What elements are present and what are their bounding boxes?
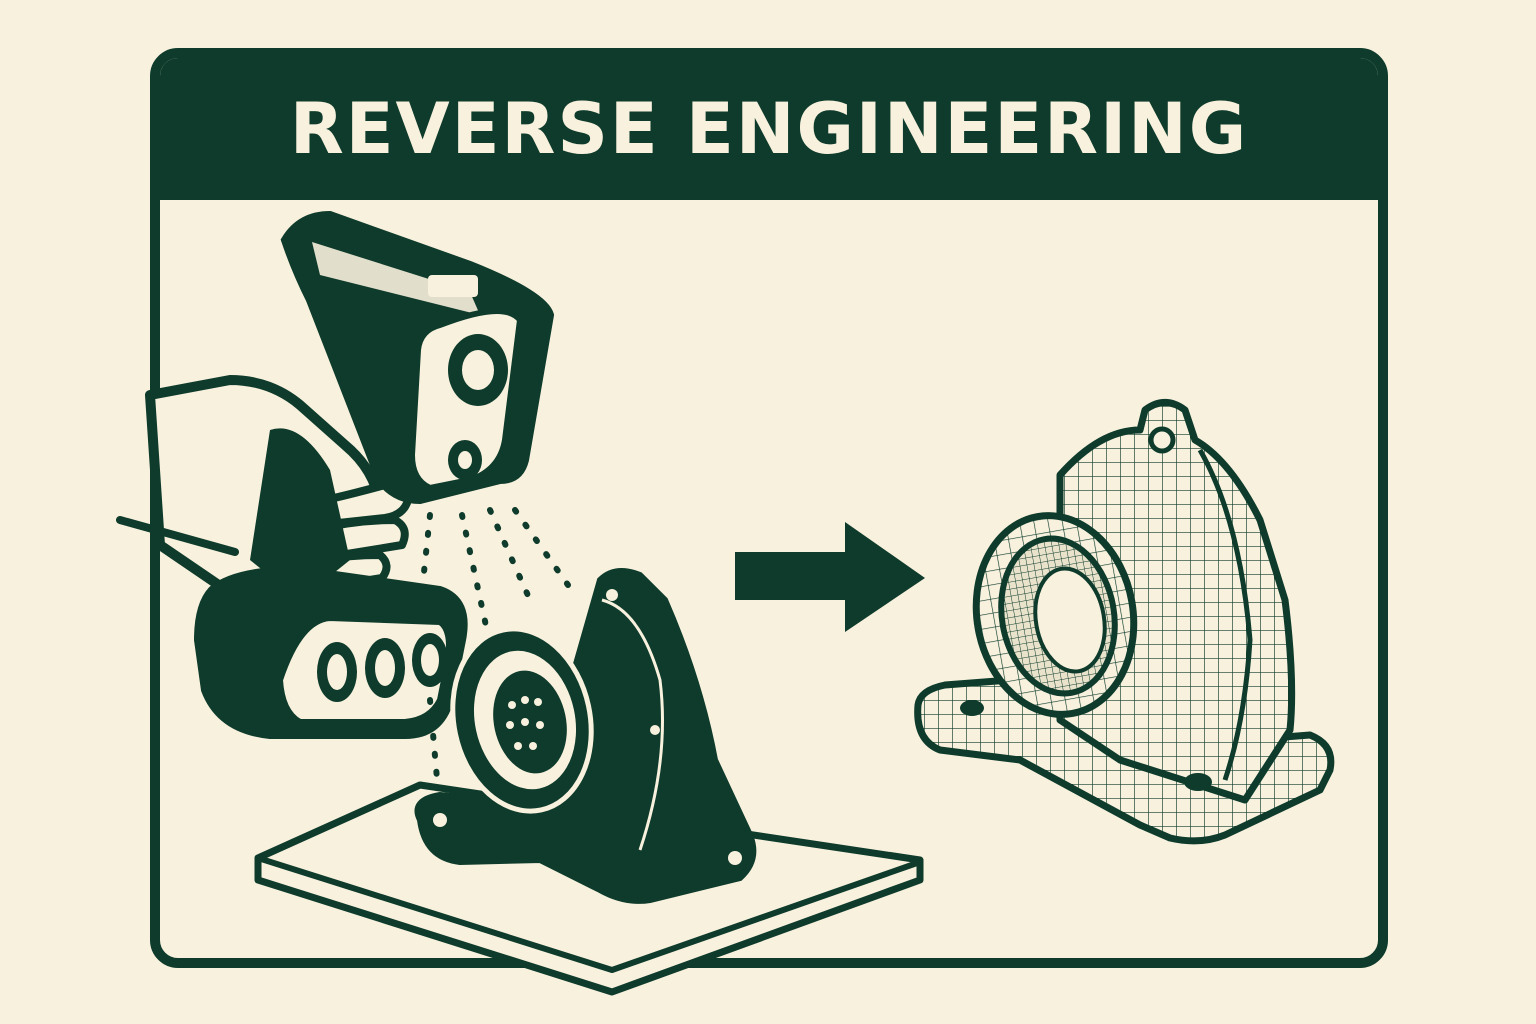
arrow-right-icon [735,522,925,632]
title-banner: REVERSE ENGINEERING [160,58,1378,200]
scan-beam-icon [417,507,571,793]
page-title: REVERSE ENGINEERING [289,88,1249,170]
3d-scanner-icon [193,210,555,739]
mesh-model-icon [914,399,1335,845]
pillow-block-bearing-icon [414,568,757,904]
